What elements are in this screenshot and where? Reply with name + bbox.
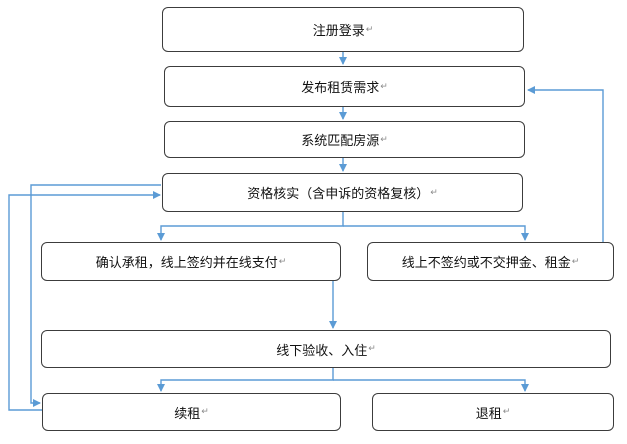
arrow-no-sign-feedback <box>527 86 604 262</box>
node-match-label: 系统匹配房源 <box>301 134 380 149</box>
paragraph-mark: ↵ <box>368 344 376 354</box>
paragraph-mark: ↵ <box>201 407 209 417</box>
node-no-sign-label: 线上不签约或不交押金、租金 <box>401 256 571 271</box>
node-register-label: 注册登录 <box>312 24 365 39</box>
node-publish-label: 发布租赁需求 <box>301 81 380 96</box>
node-withdraw: 退租↵ <box>372 393 614 431</box>
node-offline-label: 线下验收、入住 <box>276 343 368 359</box>
paragraph-mark: ↵ <box>571 256 580 267</box>
node-verify: 资格核实（含申诉的资格复核）↵ <box>162 173 523 212</box>
paragraph-mark: ↵ <box>380 81 388 92</box>
arrow-offline-to-withdraw <box>333 379 529 392</box>
paragraph-mark: ↵ <box>278 256 287 267</box>
node-register: 注册登录↵ <box>162 7 524 52</box>
paragraph-mark: ↵ <box>430 187 438 198</box>
node-withdraw-label: 退租 <box>475 406 502 422</box>
arrow-offline-split <box>157 368 334 392</box>
arrow-renew-loop-outer <box>8 191 161 411</box>
node-publish: 发布租赁需求↵ <box>164 66 525 107</box>
node-verify-label: 资格核实（含申诉的资格复核） <box>247 187 430 202</box>
node-confirm: 确认承租，线上签约并在线支付↵ <box>41 242 341 281</box>
arrow-verify-to-no-sign <box>343 225 529 241</box>
node-match: 系统匹配房源↵ <box>164 121 525 158</box>
node-renew-label: 续租 <box>174 406 201 422</box>
node-no-sign: 线上不签约或不交押金、租金↵ <box>367 242 614 281</box>
paragraph-mark: ↵ <box>502 407 511 417</box>
node-renew: 续租↵ <box>42 393 341 431</box>
paragraph-mark: ↵ <box>365 24 374 35</box>
arrow-verify-split <box>157 212 344 241</box>
arrow-renew-loop-inner <box>30 184 161 407</box>
paragraph-mark: ↵ <box>380 134 388 145</box>
node-confirm-label: 确认承租，线上签约并在线支付 <box>95 256 278 271</box>
node-offline: 线下验收、入住↵ <box>41 330 611 368</box>
